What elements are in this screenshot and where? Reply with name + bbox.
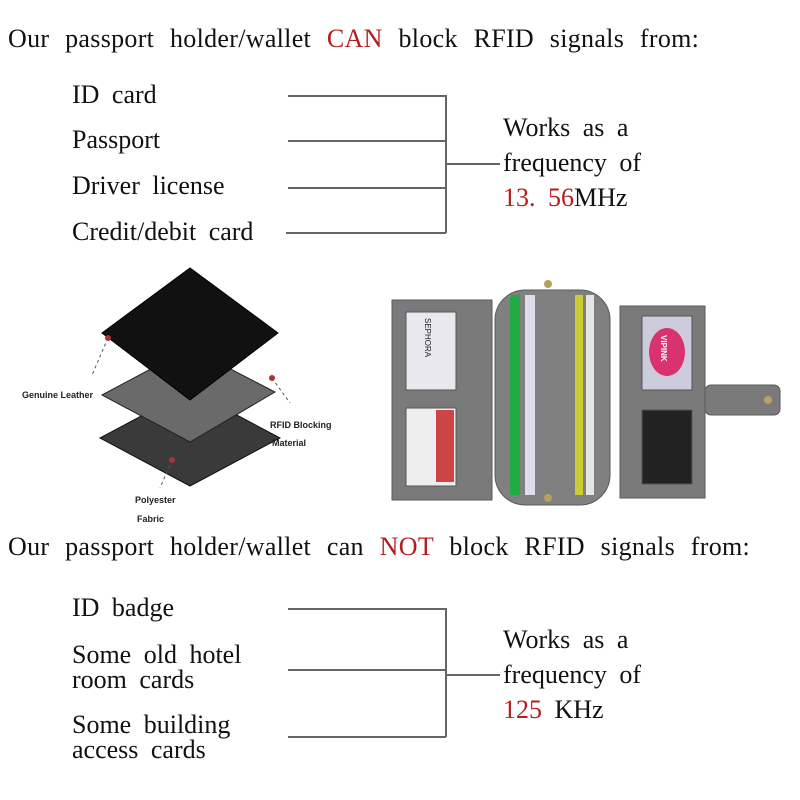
item-hotel-cards-line1: Some old hotel — [72, 640, 242, 669]
bracket-line — [445, 95, 447, 233]
works-as-text: Works as a — [503, 625, 629, 654]
label-rfid-blocking: RFID Blocking — [270, 420, 332, 430]
label-genuine-leather: Genuine Leather — [22, 390, 94, 400]
bracket-line — [445, 608, 447, 737]
frequency-text: frequency of — [503, 660, 642, 689]
genuine-leather-layer — [101, 267, 279, 401]
connector-line — [446, 674, 500, 676]
frequency-text: frequency of — [503, 148, 642, 177]
item-driver-license: Driver license — [72, 171, 225, 200]
wallet-photo — [391, 280, 781, 506]
connector-line — [288, 187, 446, 189]
sephora-card-brand: SEPHORA — [423, 318, 432, 358]
item-hotel-cards-line2: room cards — [72, 665, 195, 694]
label-material: Material — [272, 438, 307, 448]
connector-line — [286, 232, 446, 234]
item-building-cards-line2: access cards — [72, 735, 206, 764]
vipink-card-brand: VIPINK — [659, 335, 668, 362]
connector-line — [446, 163, 500, 165]
item-id-card: ID card — [72, 80, 157, 109]
not-emphasis: NOT — [379, 532, 434, 561]
top-heading: Our passport holder/wallet CAN block RFI… — [8, 24, 700, 53]
connector-line — [288, 95, 446, 97]
label-fabric: Fabric — [137, 514, 165, 524]
connector-line — [288, 736, 446, 738]
frequency-value: 13. 56MHz — [503, 183, 628, 212]
item-credit-card: Credit/debit card — [72, 217, 254, 246]
connector-line — [288, 608, 446, 610]
connector-line — [288, 140, 446, 142]
label-polyester: Polyester — [135, 495, 176, 505]
item-id-badge: ID badge — [72, 593, 175, 622]
can-emphasis: CAN — [326, 24, 383, 53]
item-building-cards-line1: Some building — [72, 710, 231, 739]
frequency-value: 125 KHz — [503, 695, 604, 724]
rfid-layers-illustration — [91, 267, 291, 489]
works-as-text: Works as a — [503, 113, 629, 142]
connector-line — [288, 669, 446, 671]
item-passport: Passport — [72, 125, 161, 154]
bottom-heading: Our passport holder/wallet can NOT block… — [8, 532, 751, 561]
